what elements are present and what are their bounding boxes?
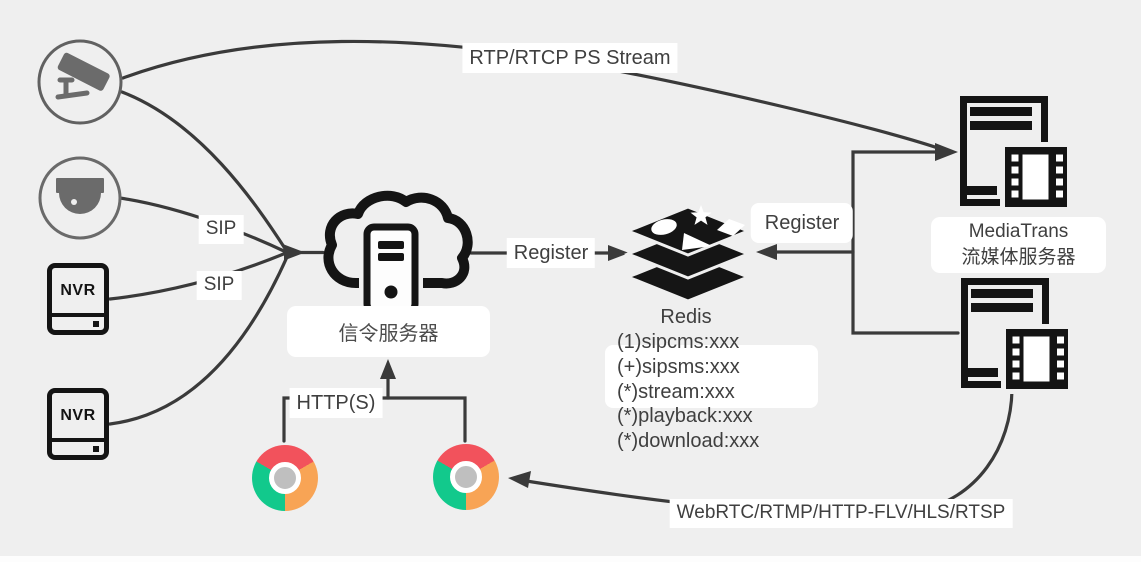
signaling-server-label: 信令服务器: [287, 306, 490, 357]
edge-nvr2-sip: [108, 255, 289, 426]
arrow-into-redis-left: [608, 245, 629, 261]
cloud-server-icon: [323, 190, 473, 319]
chrome1-hub: [269, 462, 301, 494]
connectors: [108, 39, 1014, 516]
redis-keys-list: (1)sipcms:xxx (+)sipsms:xxx (*)stream:xx…: [617, 330, 759, 454]
arrow-into-signaling-label: [380, 359, 396, 379]
media-server-icon-1: [964, 100, 1073, 213]
arrow-into-mediaserver1: [935, 143, 958, 161]
edge-mediaserver-bracket: [851, 150, 960, 335]
register-label-right: Register: [750, 203, 854, 243]
chrome-browser-icon-2: [433, 444, 499, 510]
media-server-icon-2: [965, 282, 1074, 395]
arrowheads: [284, 143, 958, 488]
arrow-into-browser2: [508, 471, 531, 488]
sip-label-1: SIP: [198, 215, 244, 244]
nvr-device-1: NVR: [47, 263, 109, 335]
nvr2-led: [93, 445, 99, 452]
signaling-server-text: 信令服务器: [338, 323, 439, 345]
chrome2-hub: [450, 461, 482, 493]
redis-icon: [623, 205, 753, 303]
nvr1-label: NVR: [60, 281, 96, 299]
mediatrans-line1: MediaTrans: [968, 221, 1069, 242]
arrow-into-signaling: [284, 244, 305, 261]
nvr1-bay: [52, 313, 104, 330]
nvr2-label: NVR: [60, 406, 96, 424]
media-server-label: MediaTrans 流媒体服务器: [931, 217, 1106, 273]
chrome-browser-icon-1: [252, 445, 318, 511]
redis-ellipse: [651, 219, 677, 235]
edge-webrtc: [518, 388, 1014, 516]
edge-camera1-to-signaling: [120, 90, 288, 252]
redis-star: [690, 205, 712, 225]
dome-camera-icon: [38, 156, 122, 240]
bullet-camera-icon: [37, 39, 123, 125]
register-label-left: Register: [506, 238, 596, 268]
redis-key-entry: (1)sipcms:xxx: [617, 331, 740, 353]
arrow-into-redis-right: [756, 244, 777, 260]
nvr2-bay: [52, 438, 104, 455]
redis-key-entry: (+)sipsms:xxx: [617, 355, 740, 378]
sip-label-2: SIP: [196, 271, 242, 300]
nvr-device-2: NVR: [47, 388, 109, 460]
http-label: HTTP(S): [289, 388, 383, 418]
redis-key-entry: (*)stream:xxx: [617, 380, 735, 403]
mediatrans-line2: 流媒体服务器: [961, 247, 1076, 268]
redis-key-entry: (*)download:xxx: [617, 430, 760, 453]
webrtc-protocols-label: WebRTC/RTMP/HTTP-FLV/HLS/RTSP: [669, 499, 1013, 528]
redis-key-entry: (*)playback:xxx: [617, 405, 753, 428]
rtp-stream-label: RTP/RTCP PS Stream: [462, 43, 678, 73]
nvr1-led: [93, 320, 99, 327]
redis-title: Redis: [660, 306, 712, 328]
redis-triangle: [682, 233, 712, 250]
bottom-edge-strip: [0, 556, 1141, 562]
redis-rhombus: [717, 219, 745, 236]
redis-keys-box: [605, 345, 818, 408]
